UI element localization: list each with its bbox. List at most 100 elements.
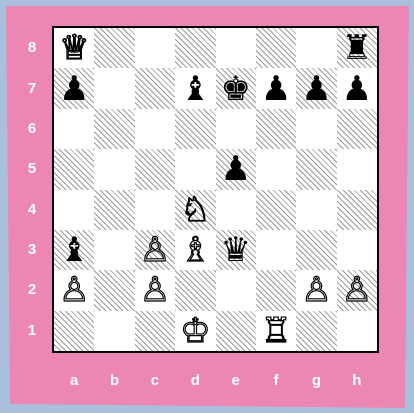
square-h4[interactable] bbox=[337, 190, 377, 230]
square-e7[interactable]: ♚ bbox=[216, 68, 256, 108]
rank-label-8: 8 bbox=[20, 39, 44, 56]
square-g5[interactable] bbox=[296, 149, 336, 189]
square-h3[interactable] bbox=[337, 230, 377, 270]
file-label-h: h bbox=[337, 372, 377, 389]
square-g6[interactable] bbox=[296, 109, 336, 149]
square-e5[interactable]: ♟ bbox=[216, 149, 256, 189]
square-a7[interactable]: ♟ bbox=[54, 68, 94, 108]
square-c5[interactable] bbox=[135, 149, 175, 189]
square-g7[interactable]: ♟ bbox=[296, 68, 336, 108]
square-e6[interactable] bbox=[216, 109, 256, 149]
white-bishop-icon[interactable]: ♗ bbox=[180, 233, 210, 267]
square-c7[interactable] bbox=[135, 68, 175, 108]
square-e3[interactable]: ♛ bbox=[216, 230, 256, 270]
black-king-icon[interactable]: ♚ bbox=[220, 72, 250, 106]
square-h5[interactable] bbox=[337, 149, 377, 189]
square-e4[interactable] bbox=[216, 190, 256, 230]
square-d8[interactable] bbox=[175, 28, 215, 68]
square-c1[interactable] bbox=[135, 311, 175, 351]
square-a6[interactable] bbox=[54, 109, 94, 149]
black-pawn-icon[interactable]: ♟ bbox=[261, 72, 291, 106]
square-f3[interactable] bbox=[256, 230, 296, 270]
square-d1[interactable]: ♔ bbox=[175, 311, 215, 351]
rank-label-3: 3 bbox=[20, 241, 44, 258]
square-g3[interactable] bbox=[296, 230, 336, 270]
square-d5[interactable] bbox=[175, 149, 215, 189]
square-d3[interactable]: ♗ bbox=[175, 230, 215, 270]
file-label-f: f bbox=[256, 372, 296, 389]
square-f5[interactable] bbox=[256, 149, 296, 189]
black-pawn-icon[interactable]: ♟ bbox=[342, 72, 372, 106]
black-queen-icon[interactable]: ♛ bbox=[220, 233, 250, 267]
square-b5[interactable] bbox=[94, 149, 134, 189]
square-h2[interactable]: ♙ bbox=[337, 270, 377, 310]
square-c4[interactable] bbox=[135, 190, 175, 230]
black-pawn-icon[interactable]: ♟ bbox=[59, 72, 89, 106]
rank-label-6: 6 bbox=[20, 120, 44, 137]
black-bishop-icon[interactable]: ♝ bbox=[180, 72, 210, 106]
black-pawn-icon[interactable]: ♟ bbox=[220, 152, 250, 186]
square-c8[interactable] bbox=[135, 28, 175, 68]
square-a2[interactable]: ♙ bbox=[54, 270, 94, 310]
square-e2[interactable] bbox=[216, 270, 256, 310]
rank-label-5: 5 bbox=[20, 160, 44, 177]
square-b6[interactable] bbox=[94, 109, 134, 149]
file-label-d: d bbox=[175, 372, 215, 389]
white-knight-icon[interactable]: ♘ bbox=[180, 193, 210, 227]
black-pawn-icon[interactable]: ♟ bbox=[301, 72, 331, 106]
white-rook-icon[interactable]: ♖ bbox=[261, 314, 291, 348]
chess-board: ♕ ♜ ♟ ♝ ♚ ♟ ♟ ♟ ♟ ♘ ♝ ♙ ♗ ♛ ♙ ♙ ♙ ♙ ♔ ♖ bbox=[52, 26, 379, 353]
square-c6[interactable] bbox=[135, 109, 175, 149]
file-label-e: e bbox=[216, 372, 256, 389]
square-b8[interactable] bbox=[94, 28, 134, 68]
square-a1[interactable] bbox=[54, 311, 94, 351]
square-a3[interactable]: ♝ bbox=[54, 230, 94, 270]
square-h7[interactable]: ♟ bbox=[337, 68, 377, 108]
rank-label-4: 4 bbox=[20, 201, 44, 218]
square-d2[interactable] bbox=[175, 270, 215, 310]
square-h1[interactable] bbox=[337, 311, 377, 351]
square-a4[interactable] bbox=[54, 190, 94, 230]
square-e8[interactable] bbox=[216, 28, 256, 68]
square-d4[interactable]: ♘ bbox=[175, 190, 215, 230]
white-king-icon[interactable]: ♔ bbox=[180, 314, 210, 348]
square-e1[interactable] bbox=[216, 311, 256, 351]
square-c2[interactable]: ♙ bbox=[135, 270, 175, 310]
square-g8[interactable] bbox=[296, 28, 336, 68]
rank-label-2: 2 bbox=[20, 281, 44, 298]
square-d6[interactable] bbox=[175, 109, 215, 149]
square-f1[interactable]: ♖ bbox=[256, 311, 296, 351]
white-pawn-icon[interactable]: ♙ bbox=[342, 273, 372, 307]
rank-label-1: 1 bbox=[20, 322, 44, 339]
black-bishop-icon[interactable]: ♝ bbox=[59, 233, 89, 267]
black-rook-icon[interactable]: ♜ bbox=[342, 31, 372, 65]
square-f2[interactable] bbox=[256, 270, 296, 310]
file-label-b: b bbox=[95, 372, 135, 389]
white-pawn-icon[interactable]: ♙ bbox=[301, 273, 331, 307]
file-label-a: a bbox=[54, 372, 94, 389]
square-f7[interactable]: ♟ bbox=[256, 68, 296, 108]
square-b1[interactable] bbox=[94, 311, 134, 351]
square-a5[interactable] bbox=[54, 149, 94, 189]
square-g2[interactable]: ♙ bbox=[296, 270, 336, 310]
file-label-g: g bbox=[296, 372, 336, 389]
square-b4[interactable] bbox=[94, 190, 134, 230]
square-g4[interactable] bbox=[296, 190, 336, 230]
white-pawn-icon[interactable]: ♙ bbox=[59, 273, 89, 307]
rank-label-7: 7 bbox=[20, 80, 44, 97]
square-b2[interactable] bbox=[94, 270, 134, 310]
square-f6[interactable] bbox=[256, 109, 296, 149]
white-queen-icon[interactable]: ♕ bbox=[59, 31, 89, 65]
square-c3[interactable]: ♙ bbox=[135, 230, 175, 270]
white-pawn-icon[interactable]: ♙ bbox=[140, 233, 170, 267]
square-b3[interactable] bbox=[94, 230, 134, 270]
square-d7[interactable]: ♝ bbox=[175, 68, 215, 108]
white-pawn-icon[interactable]: ♙ bbox=[140, 273, 170, 307]
square-h8[interactable]: ♜ bbox=[337, 28, 377, 68]
square-h6[interactable] bbox=[337, 109, 377, 149]
square-f4[interactable] bbox=[256, 190, 296, 230]
square-a8[interactable]: ♕ bbox=[54, 28, 94, 68]
square-f8[interactable] bbox=[256, 28, 296, 68]
square-b7[interactable] bbox=[94, 68, 134, 108]
square-g1[interactable] bbox=[296, 311, 336, 351]
